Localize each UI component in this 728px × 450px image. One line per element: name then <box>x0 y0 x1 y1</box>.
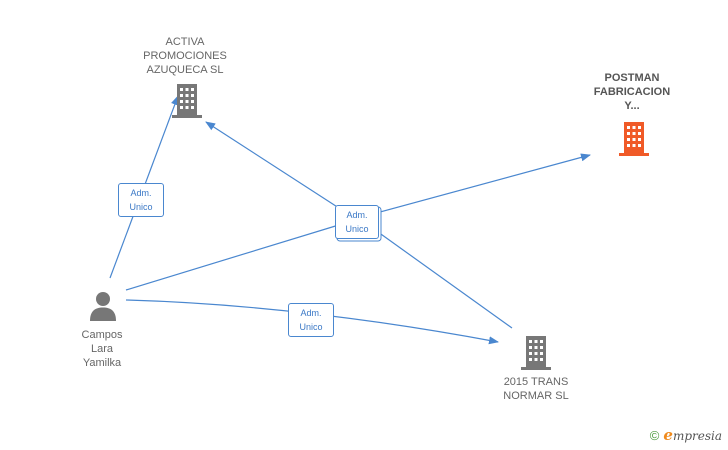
brand-logo-initial: e <box>663 426 673 444</box>
edge-label-campos-activa[interactable]: Adm. Unico <box>118 183 164 217</box>
edge-label-line: Adm. <box>300 308 322 318</box>
person-icon[interactable] <box>88 290 118 322</box>
building-icon[interactable] <box>617 120 651 156</box>
node-label-activa[interactable]: ACTIVA PROMOCIONES AZUQUECA SL <box>125 35 245 77</box>
footer-brand: ©empresia <box>650 426 722 444</box>
edge-label-campos-trans[interactable]: Adm. Unico <box>288 303 334 337</box>
edge-label-line: Unico <box>129 202 153 212</box>
edge-hub-trans[interactable] <box>377 231 513 329</box>
edge-hub-postman[interactable] <box>379 153 591 213</box>
node-label-trans[interactable]: 2015 TRANS NORMAR SL <box>486 375 586 403</box>
brand-logo: empresia <box>663 426 722 444</box>
label-line: NORMAR SL <box>503 390 569 402</box>
building-icon[interactable] <box>170 82 204 118</box>
edge-label-line: Unico <box>345 224 369 234</box>
label-line: Lara <box>90 343 114 355</box>
node-label-campos[interactable]: Campos Lara Yamilka <box>62 328 142 370</box>
label-line: PROMOCIONES <box>143 50 227 62</box>
edge-campos-hub[interactable] <box>125 223 343 291</box>
label-line: AZUQUECA SL <box>146 64 224 76</box>
label-line: FABRICACION <box>593 86 671 98</box>
edge-hub-activa[interactable] <box>205 121 343 211</box>
edge-label-line: Adm. <box>346 210 368 220</box>
node-label-postman[interactable]: POSTMAN FABRICACION Y... <box>582 71 682 113</box>
brand-logo-text: mpresia <box>672 429 722 443</box>
edge-label-line: Adm. <box>130 188 152 198</box>
label-line: Y... <box>624 100 640 112</box>
edge-label-line: Unico <box>299 322 323 332</box>
building-icon[interactable] <box>519 334 553 370</box>
copyright-symbol: © <box>649 428 660 443</box>
label-line: Yamilka <box>82 357 122 369</box>
label-line: ACTIVA <box>165 36 205 48</box>
label-line: 2015 TRANS <box>503 376 569 388</box>
label-line: Campos <box>81 329 123 341</box>
edge-label-campos-hub[interactable]: Adm. Unico <box>335 205 379 239</box>
label-line: POSTMAN <box>604 72 660 84</box>
